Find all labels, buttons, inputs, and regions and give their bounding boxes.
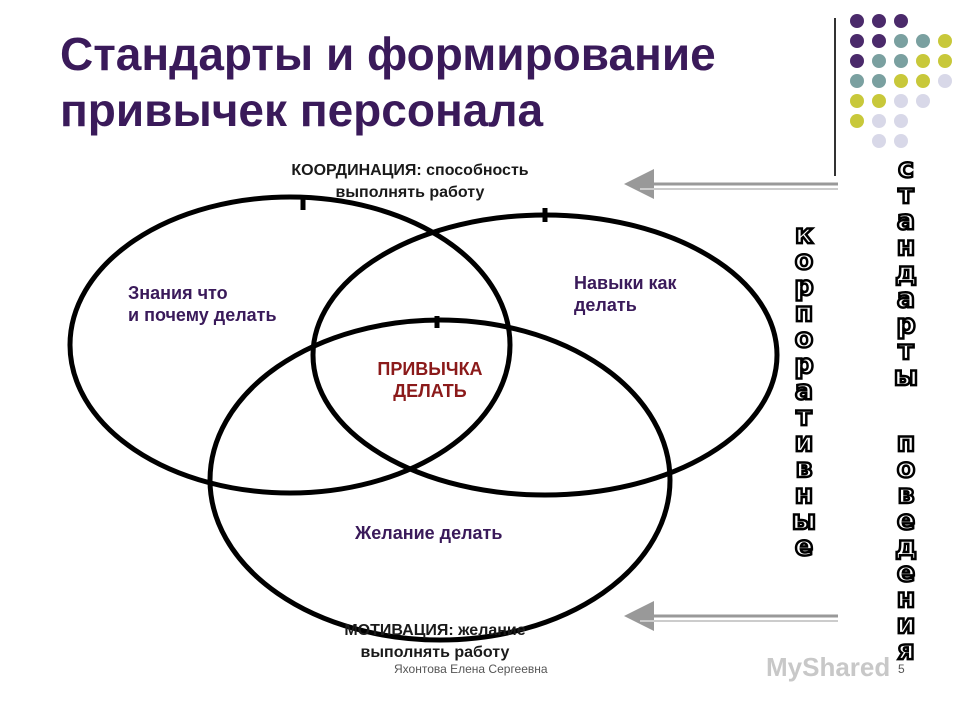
dot bbox=[872, 14, 886, 28]
dot bbox=[894, 134, 908, 148]
behavior-letter: и bbox=[895, 609, 916, 640]
standards-letter: т bbox=[897, 179, 915, 210]
dot bbox=[872, 74, 886, 88]
skills-line-1: Навыки как bbox=[574, 273, 677, 293]
dot bbox=[872, 34, 886, 48]
standards-letter: а bbox=[896, 205, 917, 236]
corporate-letter: н bbox=[793, 479, 814, 510]
standards-letter: н bbox=[895, 231, 916, 262]
standards-letter: р bbox=[895, 309, 917, 340]
dot bbox=[894, 94, 908, 108]
desire-ellipse bbox=[207, 317, 673, 643]
dot bbox=[872, 134, 886, 148]
slide-title: Стандарты и формирование привычек персон… bbox=[60, 26, 820, 138]
knowledge-ellipse bbox=[67, 194, 513, 496]
desire-label: Желание делать bbox=[355, 523, 503, 543]
behavior-letter: в bbox=[896, 479, 916, 510]
motivation-label: МОТИВАЦИЯ: желание выполнять работу bbox=[300, 620, 570, 664]
corporate-letter: р bbox=[793, 349, 815, 380]
dot bbox=[916, 54, 930, 68]
behavior-letter: н bbox=[895, 583, 916, 614]
dot bbox=[850, 94, 864, 108]
dot bbox=[938, 34, 952, 48]
coordination-label: КООРДИНАЦИЯ: способность выполнять работ… bbox=[280, 160, 540, 204]
coordination-line-1: КООРДИНАЦИЯ: способность bbox=[291, 162, 529, 179]
dot bbox=[894, 114, 908, 128]
behavior-letter: о bbox=[895, 453, 916, 484]
dot bbox=[894, 34, 908, 48]
dot bbox=[850, 114, 864, 128]
habit-line-2: ДЕЛАТЬ bbox=[393, 381, 467, 401]
dot bbox=[938, 74, 952, 88]
behavior-letter: я bbox=[896, 635, 916, 666]
dot bbox=[916, 34, 930, 48]
divider-line bbox=[834, 18, 836, 176]
habit-label: ПРИВЫЧКА ДЕЛАТЬ bbox=[330, 358, 530, 402]
dot bbox=[916, 94, 930, 108]
standards-letter: с bbox=[897, 153, 916, 184]
page-number: 5 bbox=[898, 662, 905, 676]
habit-line-1: ПРИВЫЧКА bbox=[377, 359, 483, 379]
corporate-letter: р bbox=[793, 271, 815, 302]
dot bbox=[894, 14, 908, 28]
dot bbox=[894, 54, 908, 68]
corporate-letter: о bbox=[793, 245, 814, 276]
author-footer: Яхонтова Елена Сергеевна bbox=[394, 662, 548, 676]
dot bbox=[916, 74, 930, 88]
corporate-letter: ы bbox=[791, 505, 818, 536]
word-gap bbox=[876, 390, 936, 430]
standards-letter: т bbox=[897, 335, 915, 366]
behavior-letter: е bbox=[896, 505, 917, 536]
dot bbox=[850, 74, 864, 88]
corporate-letter: т bbox=[795, 401, 813, 432]
behavior-letter: д bbox=[894, 531, 918, 562]
knowledge-line-2: и почему делать bbox=[128, 305, 277, 325]
motivation-line-2: выполнять работу bbox=[360, 644, 510, 661]
knowledge-label: Знания что и почему делать bbox=[128, 282, 277, 326]
corporate-letter: в bbox=[794, 453, 814, 484]
behavior-letter: п bbox=[895, 427, 916, 458]
dot bbox=[850, 34, 864, 48]
dot bbox=[850, 14, 864, 28]
skills-ellipse bbox=[310, 212, 780, 498]
dot bbox=[872, 54, 886, 68]
dot bbox=[872, 94, 886, 108]
corporate-letter: е bbox=[794, 531, 815, 562]
dot bbox=[894, 74, 908, 88]
title-line-2: привычек персонала bbox=[60, 84, 544, 136]
corporate-letter: к bbox=[794, 219, 815, 250]
corporate-letter: о bbox=[793, 323, 814, 354]
skills-line-2: делать bbox=[574, 295, 637, 315]
skills-label: Навыки как делать bbox=[574, 272, 677, 316]
title-line-1: Стандарты и формирование bbox=[60, 28, 716, 80]
corporate-letter: а bbox=[794, 375, 815, 406]
watermark-logo: MyShared bbox=[766, 652, 891, 682]
knowledge-line-1: Знания что bbox=[128, 283, 228, 303]
standards-letter: ы bbox=[893, 361, 920, 392]
standards-letter: а bbox=[896, 283, 917, 314]
dot bbox=[938, 54, 952, 68]
corporate-letter: п bbox=[793, 297, 814, 328]
coordination-line-2: выполнять работу bbox=[335, 184, 485, 201]
corporate-letter: и bbox=[793, 427, 814, 458]
dot bbox=[850, 54, 864, 68]
behavior-letter: е bbox=[896, 557, 917, 588]
dot bbox=[872, 114, 886, 128]
motivation-line-1: МОТИВАЦИЯ: желание bbox=[344, 622, 526, 639]
standards-letter: д bbox=[894, 257, 918, 288]
